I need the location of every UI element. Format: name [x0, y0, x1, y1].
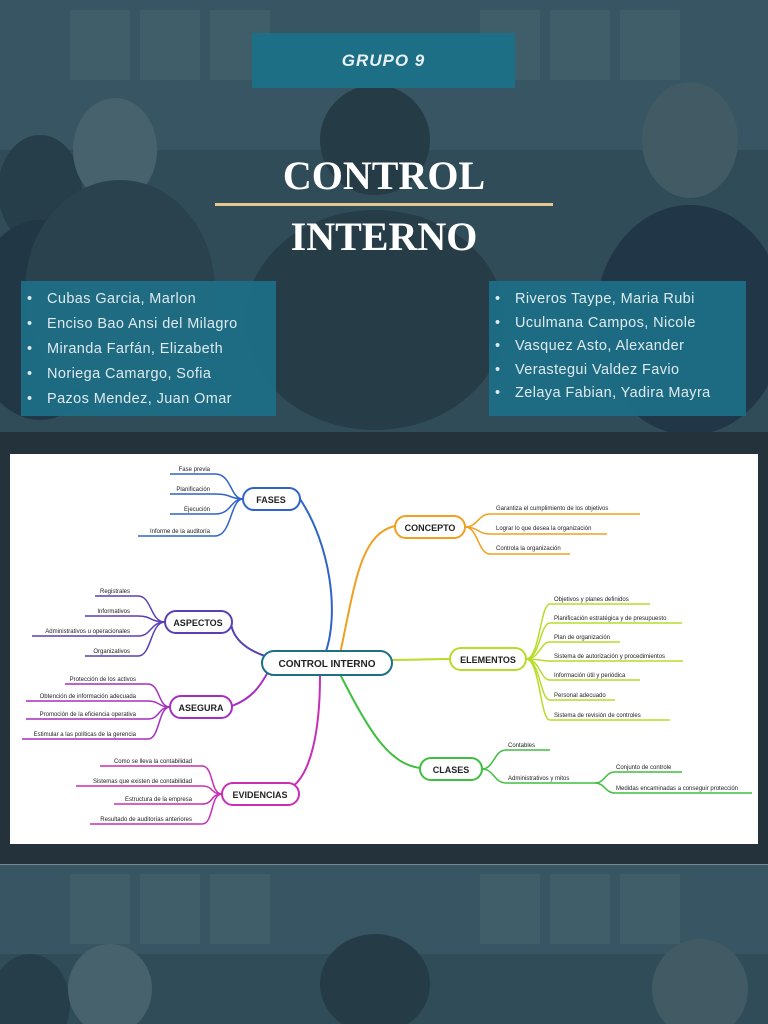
- node-asegura-label: ASEGURA: [178, 703, 224, 713]
- concepto-item: Controla la organización: [496, 546, 561, 552]
- member-name: Uculmana Campos, Nicole: [489, 312, 746, 336]
- evidencias-item: Estructura de la empresa: [125, 797, 193, 803]
- aspectos-item: Registrales: [100, 589, 130, 595]
- evidencias-item: Sistemas que existen de contabilidad: [93, 779, 192, 785]
- elementos-item: Sistema de autorización y procedimientos: [554, 654, 665, 660]
- evidencias-item: Como se lleva la contabilidad: [114, 759, 192, 765]
- asegura-item: Obtención de información adecuada: [40, 694, 137, 700]
- node-center: [261, 650, 393, 676]
- node-elementos-label: ELEMENTOS: [460, 655, 516, 665]
- elementos-item: Información útil y periódica: [554, 673, 626, 679]
- member-name: Riveros Taype, Maria Rubi: [489, 288, 746, 312]
- node-clases-label: CLASES: [433, 765, 470, 775]
- aspectos-item: Informativos: [97, 609, 130, 615]
- elementos-item: Objetivos y planes definidos: [554, 597, 629, 603]
- meeting-photo-background: [0, 864, 768, 1024]
- node-aspectos-label: ASPECTOS: [173, 618, 222, 628]
- elementos-item: Sistema de revisión de controles: [554, 713, 641, 719]
- mind-map-panel: FASES Fase previa Planificación Ejecució…: [10, 454, 758, 844]
- elementos-item: Personal adecuado: [554, 693, 606, 699]
- node-center-label: CONTROL INTERNO: [278, 659, 375, 670]
- member-name: Zelaya Fabian, Yadira Mayra: [489, 382, 746, 406]
- member-name: Noriega Camargo, Sofia: [21, 362, 276, 387]
- next-slide-preview: [0, 864, 768, 1024]
- node-evidencias-label: EVIDENCIAS: [232, 790, 287, 800]
- fases-item: Ejecución: [184, 507, 210, 513]
- clases-sub-item: Medidas encaminadas a conseguir protecci…: [616, 786, 738, 792]
- member-name: Cubas Garcia, Marlon: [21, 287, 276, 312]
- members-list-right: Riveros Taype, Maria Rubi Uculmana Campo…: [489, 281, 746, 416]
- concepto-item: Lograr lo que desea la organización: [496, 526, 591, 532]
- fases-item: Informe de la auditoría: [150, 529, 211, 535]
- clases-item: Contables: [508, 743, 535, 749]
- node-concepto-label: CONCEPTO: [405, 523, 456, 533]
- asegura-item: Estimular a las políticas de la gerencia: [34, 732, 137, 738]
- aspectos-item: Administrativos u operacionales: [45, 629, 130, 635]
- asegura-item: Protección de los activos: [70, 677, 136, 683]
- title-line-1: CONTROL: [282, 153, 486, 198]
- fases-item: Fase previa: [179, 467, 211, 473]
- member-name: Vasquez Asto, Alexander: [489, 335, 746, 359]
- elementos-item: Planificación estratégica y de presupues…: [554, 616, 667, 622]
- asegura-item: Promoción de la eficiencia operativa: [40, 712, 137, 718]
- member-name: Pazos Mendez, Juan Omar: [21, 387, 276, 412]
- evidencias-item: Resultado de auditorías anteriores: [100, 817, 192, 823]
- clases-sub-item: Conjunto de controle: [616, 765, 672, 771]
- member-name: Miranda Farfán, Elizabeth: [21, 337, 276, 362]
- node-fases-label: FASES: [256, 495, 286, 505]
- mind-map-diagram: FASES Fase previa Planificación Ejecució…: [22, 467, 752, 825]
- fases-item: Planificación: [176, 487, 210, 493]
- member-name: Enciso Bao Ansi del Milagro: [21, 312, 276, 337]
- title-divider: [215, 203, 553, 206]
- page-separator: [0, 864, 768, 865]
- concepto-item: Garantiza el cumplimiento de los objetiv…: [496, 506, 608, 512]
- member-name: Verastegui Valdez Favio: [489, 359, 746, 383]
- members-list-left: Cubas Garcia, Marlon Enciso Bao Ansi del…: [21, 281, 276, 416]
- title-line-2: INTERNO: [290, 214, 478, 259]
- elementos-item: Plan de organización: [554, 635, 610, 641]
- aspectos-item: Organizativos: [93, 649, 130, 655]
- clases-item: Administrativos y mitos: [508, 776, 569, 782]
- group-banner: GRUPO 9: [252, 33, 515, 88]
- title-slide: GRUPO 9 CONTROL INTERNO Cubas Garcia, Ma…: [0, 0, 768, 432]
